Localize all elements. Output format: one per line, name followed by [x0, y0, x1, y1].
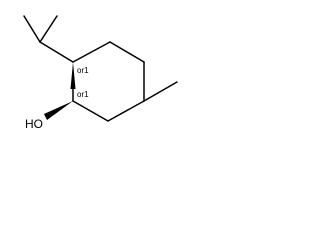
wedge-bond-c1-c2 [70, 62, 76, 89]
bond-ring-c3-c2 [72, 100, 109, 122]
bond-isopropyl-to-ring [39, 41, 74, 63]
bond-methyl [143, 81, 178, 102]
bond-ring-c1-c6 [72, 41, 111, 63]
menthol-structure-diagram: or1 or1 HO [23, 15, 178, 131]
hydroxyl-label: HO [25, 117, 43, 131]
stereo-label-upper: or1 [77, 66, 89, 75]
bond-isopropyl-right-methyl [39, 15, 58, 43]
bond-ring-c6-c5 [109, 41, 145, 63]
bond-ring-c4-c3 [107, 100, 145, 122]
stereo-label-lower: or1 [77, 90, 89, 99]
wedge-bond-hydroxyl [44, 101, 73, 120]
bond-isopropyl-left-methyl [23, 15, 41, 43]
